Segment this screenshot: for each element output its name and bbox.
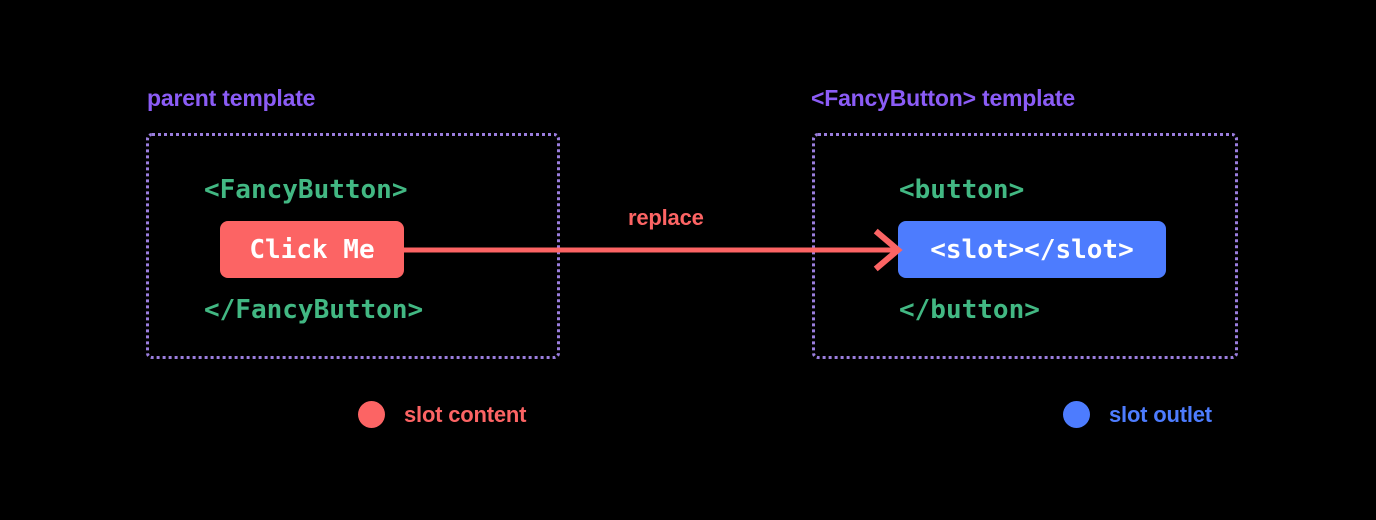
parent-template-panel xyxy=(146,133,560,359)
parent-template-heading: parent template xyxy=(147,85,316,111)
fancybutton-template-heading: <FancyButton> template xyxy=(811,85,1075,111)
legend-dot-icon-slot-outlet xyxy=(1063,401,1090,428)
slot-outlet-chip[interactable]: <slot></slot> xyxy=(898,221,1166,278)
replace-arrow-label: replace xyxy=(628,205,704,230)
code-open-tag-fancybutton: <FancyButton> xyxy=(204,175,408,205)
code-close-tag-button: </button> xyxy=(899,295,1040,325)
legend-label-slot-content: slot content xyxy=(404,401,527,427)
code-close-tag-fancybutton: </FancyButton> xyxy=(204,295,424,325)
legend-item-slot-content: slot content xyxy=(358,401,526,428)
code-open-tag-button: <button> xyxy=(899,175,1025,205)
fancybutton-template-panel xyxy=(812,133,1238,359)
legend-dot-icon-slot-content xyxy=(358,401,385,428)
legend-item-slot-outlet: slot outlet xyxy=(1063,401,1212,428)
legend-label-slot-outlet: slot outlet xyxy=(1109,401,1212,427)
slot-content-chip[interactable]: Click Me xyxy=(220,221,404,278)
